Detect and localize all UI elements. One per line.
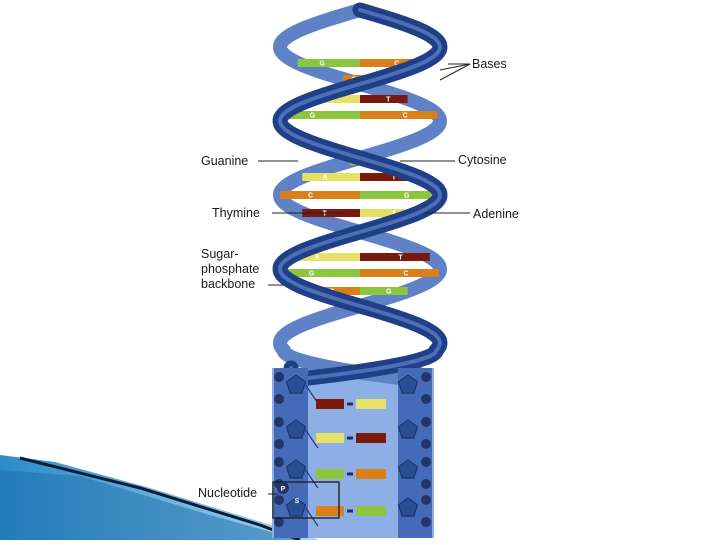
base-letter: A bbox=[315, 255, 320, 262]
phosphate-circle bbox=[421, 394, 431, 404]
ladder-base-left bbox=[316, 506, 344, 516]
ladder-base-left bbox=[316, 433, 344, 443]
label-backbone-line2: phosphate bbox=[201, 262, 259, 276]
sugar-letter: S bbox=[295, 498, 300, 505]
phosphate-circle bbox=[274, 439, 284, 449]
phosphate-circle bbox=[274, 394, 284, 404]
label-nucleotide: Nucleotide bbox=[198, 486, 257, 500]
ladder-base-left bbox=[316, 469, 344, 479]
phosphate-circle bbox=[421, 372, 431, 382]
ladder-base-right bbox=[356, 433, 386, 443]
label-cytosine: Cytosine bbox=[458, 153, 507, 167]
base-bar bbox=[360, 111, 437, 119]
base-bar bbox=[298, 59, 360, 67]
phosphate-circle bbox=[421, 457, 431, 467]
base-bar bbox=[360, 253, 430, 261]
hydrogen-bond bbox=[347, 437, 353, 440]
ladder-base-left bbox=[316, 399, 344, 409]
base-letter: C bbox=[403, 113, 408, 120]
phosphate-circle bbox=[421, 439, 431, 449]
hydrogen-bond bbox=[347, 403, 353, 406]
base-bar bbox=[360, 191, 440, 199]
hydrogen-bond bbox=[347, 473, 353, 476]
label-thymine: Thymine bbox=[212, 206, 260, 220]
ladder-base-right bbox=[356, 399, 386, 409]
base-bar bbox=[302, 173, 360, 181]
ladder-base-right bbox=[356, 506, 386, 516]
label-adenine: Adenine bbox=[473, 207, 519, 221]
base-letter: G bbox=[386, 289, 392, 296]
base-letter: G bbox=[320, 61, 326, 68]
base-letter: C bbox=[403, 271, 408, 278]
label-backbone-line1: Sugar- bbox=[201, 247, 239, 261]
base-bar bbox=[280, 191, 360, 199]
base-bar bbox=[360, 269, 439, 277]
base-letter: A bbox=[322, 175, 327, 182]
base-letter: G bbox=[309, 271, 315, 278]
label-guanine: Guanine bbox=[201, 154, 248, 168]
phosphate-circle bbox=[421, 479, 431, 489]
phosphate-letter: P bbox=[281, 486, 286, 493]
base-letter: T bbox=[398, 255, 403, 262]
phosphate-circle bbox=[274, 372, 284, 382]
base-letter: G bbox=[404, 193, 410, 200]
phosphate-circle bbox=[274, 457, 284, 467]
phosphate-circle bbox=[421, 495, 431, 505]
phosphate-circle bbox=[421, 417, 431, 427]
base-letter: T bbox=[322, 211, 327, 218]
ladder-base-right bbox=[356, 469, 386, 479]
base-letter: C bbox=[308, 193, 313, 200]
bases-callout-line-1 bbox=[440, 64, 470, 70]
base-letter: T bbox=[386, 97, 391, 104]
label-bases: Bases bbox=[472, 57, 507, 71]
bases-callout-line-2 bbox=[440, 64, 470, 80]
label-backbone-line3: backbone bbox=[201, 277, 255, 291]
hydrogen-bond bbox=[347, 510, 353, 513]
base-letter: G bbox=[310, 113, 316, 120]
base-bar bbox=[360, 287, 408, 295]
phosphate-circle bbox=[421, 517, 431, 527]
phosphate-circle bbox=[274, 495, 284, 505]
base-bar bbox=[360, 95, 408, 103]
phosphate-circle bbox=[274, 417, 284, 427]
